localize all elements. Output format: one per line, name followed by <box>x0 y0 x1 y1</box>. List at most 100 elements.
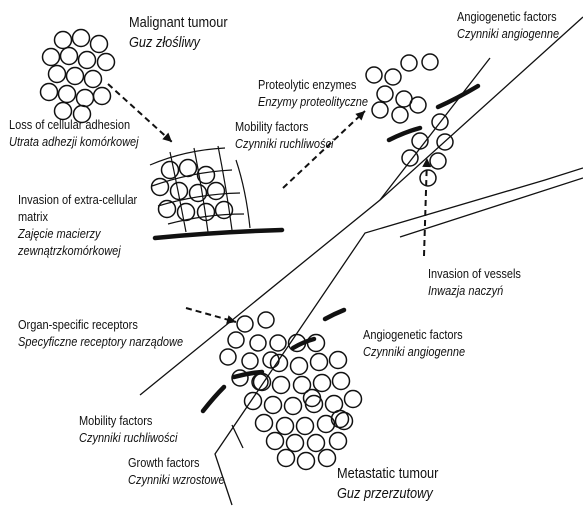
metastatic-cell <box>298 453 315 470</box>
vessel-cell-bottom <box>242 353 258 369</box>
malignant-tumour-cell <box>59 86 76 103</box>
angio-top-en: Angiogenetic factors <box>457 9 559 26</box>
vessel-wall-break <box>203 387 224 411</box>
vessel-cell-bottom <box>220 349 236 365</box>
arrow-invasion-of-vessels <box>422 158 431 256</box>
malignant-tumour-cell <box>91 36 108 53</box>
proteolytic-pl: Enzymy proteolityczne <box>258 94 368 111</box>
mobility-bottom-en: Mobility factors <box>79 413 177 430</box>
invasion-ecm-pl-1: Zajęcie macierzy <box>18 226 137 243</box>
growth-pl: Czynniki wzrostowe <box>128 472 225 489</box>
metastatic-cell <box>267 433 284 450</box>
label-invasion-ecm: Invasion of extra-cellular matrix Zajęci… <box>18 192 153 260</box>
vessel-cell-top <box>410 97 426 113</box>
ecm-fibre <box>236 160 250 228</box>
metastatic-cell <box>308 335 325 352</box>
invading-cell <box>152 179 169 196</box>
organ-specific-en: Organ-specific receptors <box>18 317 183 334</box>
malignant-tumour-cell <box>67 68 84 85</box>
metastatic-cell <box>285 398 302 415</box>
vessel-cell-top <box>402 150 418 166</box>
label-angio-bottom: Angiogenetic factors Czynniki angiogenne <box>363 327 479 361</box>
metastatic-cell <box>314 375 331 392</box>
label-invasion-vessels: Invasion of vessels Inwazja naczyń <box>428 266 534 300</box>
malignant-tumour-en: Malignant tumour <box>129 13 228 33</box>
malignant-tumour-cell <box>98 54 115 71</box>
metastatic-cell <box>308 435 325 452</box>
invading-cell <box>198 167 215 184</box>
vessel-cell-bottom <box>258 312 274 328</box>
invading-cell <box>208 183 225 200</box>
invading-cell <box>178 204 195 221</box>
growth-en: Growth factors <box>128 455 225 472</box>
malignant-tumour-cell <box>43 49 60 66</box>
vessel-cell-bottom <box>237 316 253 332</box>
organ-specific-pl: Specyficzne receptory narządowe <box>18 334 183 351</box>
vessel-branch-wall <box>232 425 243 448</box>
vessel-wall-break <box>438 86 478 107</box>
label-metastatic-tumour: Metastatic tumour Guz przerzutowy <box>337 464 452 504</box>
arrow-shaft <box>424 158 427 256</box>
malignant-tumour-cell <box>94 88 111 105</box>
malignant-tumour-cell <box>61 48 78 65</box>
invasion-ecm-pl-2: zewnątrzkomórkowej <box>18 243 137 260</box>
label-mobility-top: Mobility factors Czynniki ruchliwości <box>235 119 347 153</box>
metastatic-cell <box>278 450 295 467</box>
malignant-tumour-cell <box>79 52 96 69</box>
label-mobility-bottom: Mobility factors Czynniki ruchliwości <box>79 413 191 447</box>
metastatic-cell <box>273 377 290 394</box>
vessel-cell-bottom <box>270 335 286 351</box>
invasion-ecm-en-2: matrix <box>18 209 137 226</box>
metastatic-cell <box>291 358 308 375</box>
metastatic-cell <box>245 393 262 410</box>
mobility-top-pl: Czynniki ruchliwości <box>235 136 333 153</box>
vessel-wall-break <box>293 339 314 348</box>
metastatic-cell <box>277 418 294 435</box>
malignant-tumour-cell <box>41 84 58 101</box>
proteolytic-en: Proteolytic enzymes <box>258 77 368 94</box>
vessel-wall-break <box>325 310 344 319</box>
label-malignant-tumour: Malignant tumour Guz złośliwy <box>129 13 241 53</box>
vessel-cell-top <box>385 69 401 85</box>
vessel-wall-right <box>400 178 583 237</box>
metastatic-cell <box>265 397 282 414</box>
metastatic-cell <box>319 450 336 467</box>
angio-bottom-pl: Czynniki angiogenne <box>363 344 465 361</box>
metastatic-tumour-pl: Guz przerzutowy <box>337 484 438 504</box>
metastatic-cell <box>287 435 304 452</box>
invasion-ecm-en-1: Invasion of extra-cellular <box>18 192 137 209</box>
label-loss-adhesion: Loss of cellular adhesion Utrata adhezji… <box>9 117 156 151</box>
label-growth-factors: Growth factors Czynniki wzrostowe <box>128 455 238 489</box>
mobility-bottom-pl: Czynniki ruchliwości <box>79 430 177 447</box>
metastatic-cell <box>297 418 314 435</box>
basement-membrane-primary <box>155 230 282 238</box>
invading-cell <box>216 202 233 219</box>
vessel-cell-bottom <box>250 335 266 351</box>
invading-cell <box>162 162 179 179</box>
invading-cell <box>190 185 207 202</box>
malignant-tumour-cell <box>77 90 94 107</box>
malignant-tumour-cell <box>73 30 90 47</box>
vessel-cell-top <box>430 153 446 169</box>
vessel-cell-top <box>401 55 417 71</box>
metastatic-cell <box>256 415 273 432</box>
malignant-tumour-cell <box>55 32 72 49</box>
loss-adhesion-pl: Utrata adhezji komórkowej <box>9 134 139 151</box>
label-angio-top: Angiogenetic factors Czynniki angiogenne <box>457 9 573 43</box>
angio-bottom-en: Angiogenetic factors <box>363 327 465 344</box>
angio-top-pl: Czynniki angiogenne <box>457 26 559 43</box>
extracellular-matrix <box>150 146 250 232</box>
metastatic-cell <box>304 390 321 407</box>
metastatic-cell <box>345 391 362 408</box>
loss-adhesion-en: Loss of cellular adhesion <box>9 117 139 134</box>
vessel-cell-top <box>422 54 438 70</box>
invading-cell <box>180 160 197 177</box>
invasion-vessels-pl: Inwazja naczyń <box>428 283 521 300</box>
metastatic-cell <box>330 352 347 369</box>
metastatic-cell <box>311 354 328 371</box>
metastatic-cell <box>330 433 347 450</box>
vessel-cell-top <box>420 170 436 186</box>
malignant-tumour-cell <box>49 66 66 83</box>
vessel-cell-bottom <box>228 332 244 348</box>
metastatic-cell <box>333 373 350 390</box>
